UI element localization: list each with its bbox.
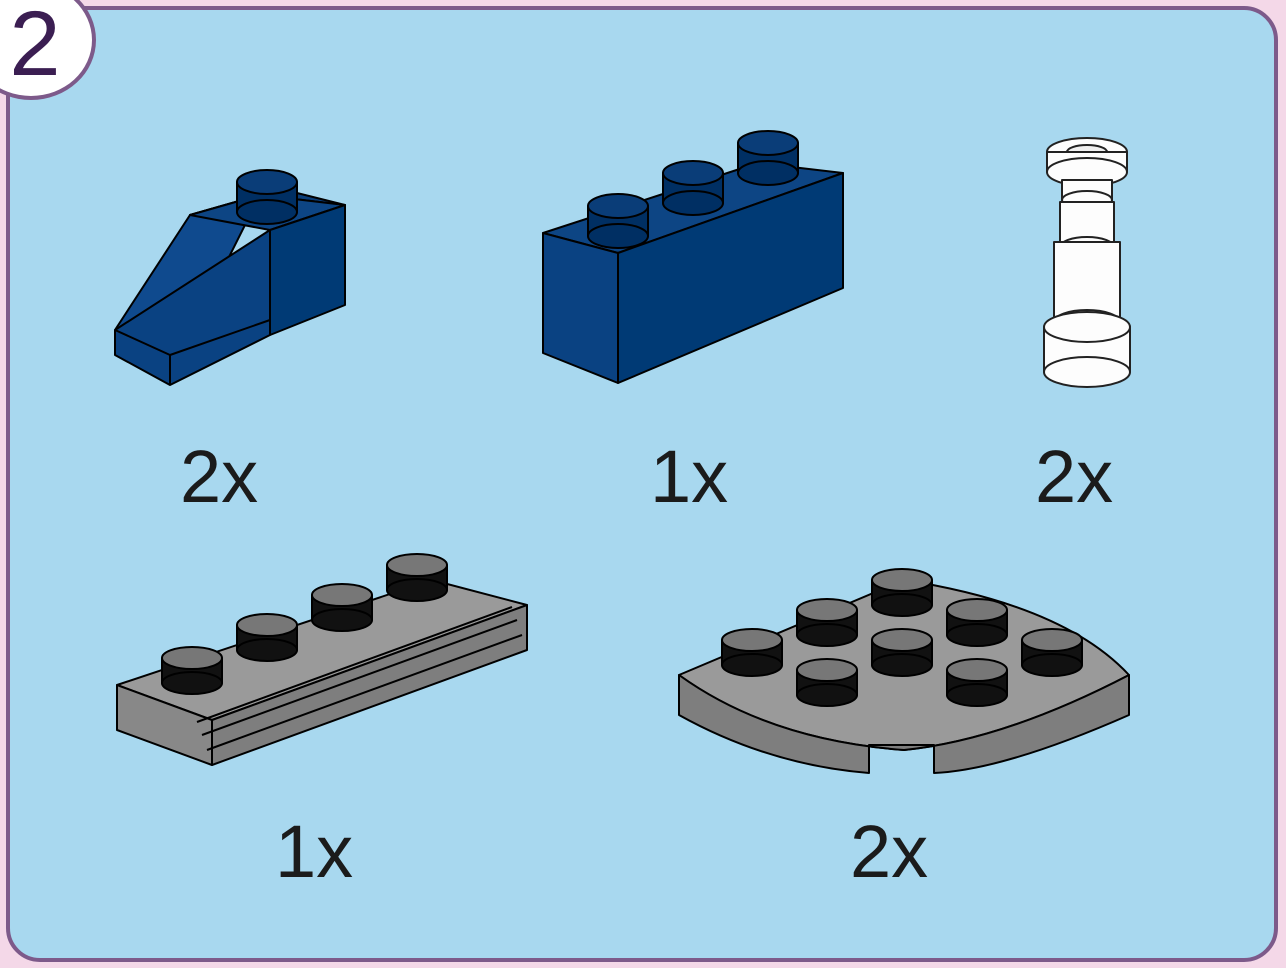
brick-1x3-icon (538, 128, 848, 390)
plate-with-groove-icon (112, 540, 532, 775)
telescope-icon (1032, 132, 1142, 390)
qty-telescope: 2x (1035, 440, 1113, 514)
step-number: 2 (0, 0, 96, 100)
qty-plate-with-groove: 1x (275, 815, 353, 889)
qty-brick-1x3: 1x (650, 440, 728, 514)
qty-quarter-round-plate: 2x (850, 815, 928, 889)
quarter-round-plate-icon (674, 565, 1134, 775)
slope-brick-icon (110, 160, 355, 390)
qty-slope-brick: 2x (180, 440, 258, 514)
